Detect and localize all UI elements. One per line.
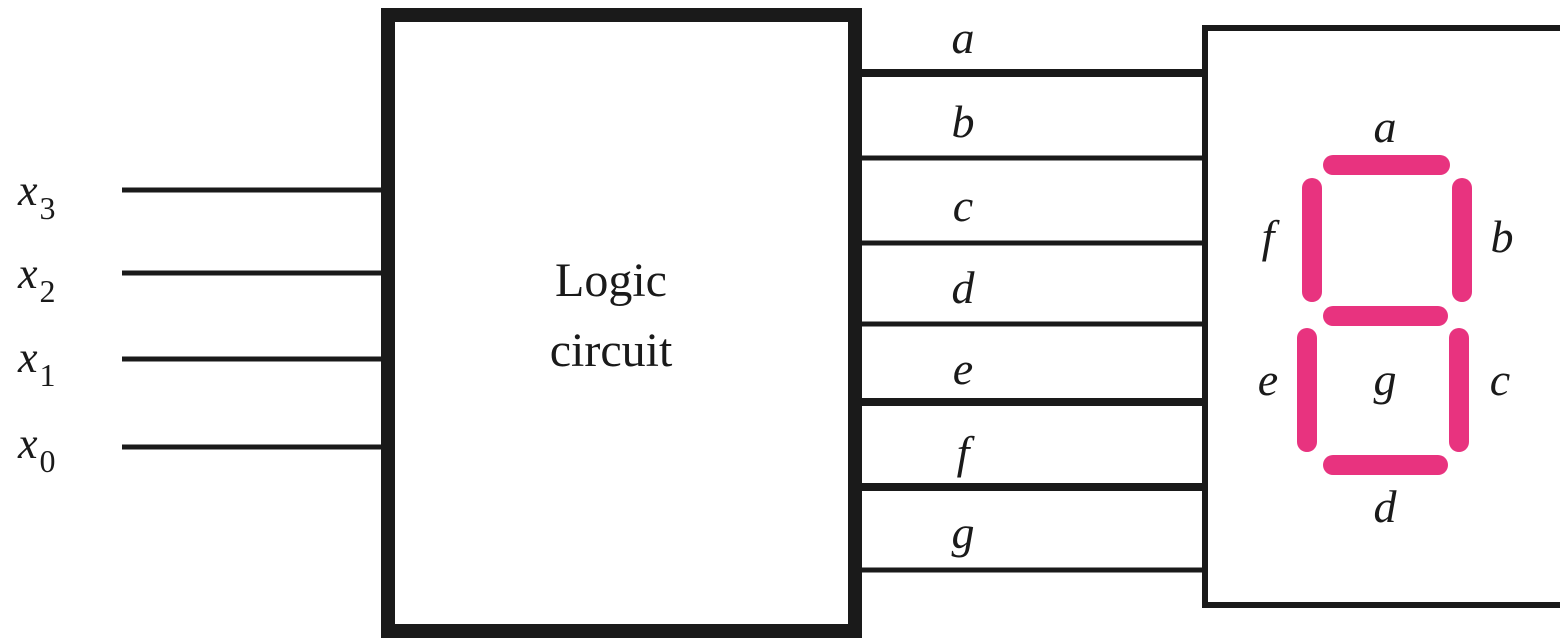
seven-segment-digit — [1297, 155, 1472, 475]
segment-label-b: b — [1491, 211, 1514, 262]
segment-label-d: d — [1374, 481, 1398, 532]
segment-label-a: a — [1374, 101, 1397, 152]
output-label-a: a — [952, 12, 975, 63]
output-label-c: c — [953, 180, 973, 231]
logic-circuit-label-line2: circuit — [550, 324, 673, 377]
output-labels: a b c d e f g — [952, 12, 976, 558]
logic-circuit-label-line1: Logic — [555, 254, 667, 307]
input-label-x3: x3 — [17, 166, 56, 226]
segment-label-c: c — [1490, 354, 1510, 405]
input-label-x1: x1 — [17, 333, 56, 393]
input-label-x0: x0 — [17, 419, 56, 479]
output-wires — [862, 69, 1205, 573]
segment-label-f: f — [1262, 211, 1281, 262]
segment-label-e: e — [1258, 354, 1278, 405]
input-wires — [122, 187, 386, 450]
output-label-b: b — [952, 96, 975, 147]
input-labels: x3 x2 x1 x0 — [17, 166, 56, 479]
output-label-f: f — [957, 427, 976, 478]
logic-circuit-block — [381, 8, 862, 638]
output-label-d: d — [952, 262, 976, 313]
input-label-x2: x2 — [17, 249, 56, 309]
segment-label-g: g — [1374, 354, 1397, 405]
output-label-g: g — [952, 507, 975, 558]
display-box — [1202, 25, 1560, 608]
output-label-e: e — [953, 343, 973, 394]
